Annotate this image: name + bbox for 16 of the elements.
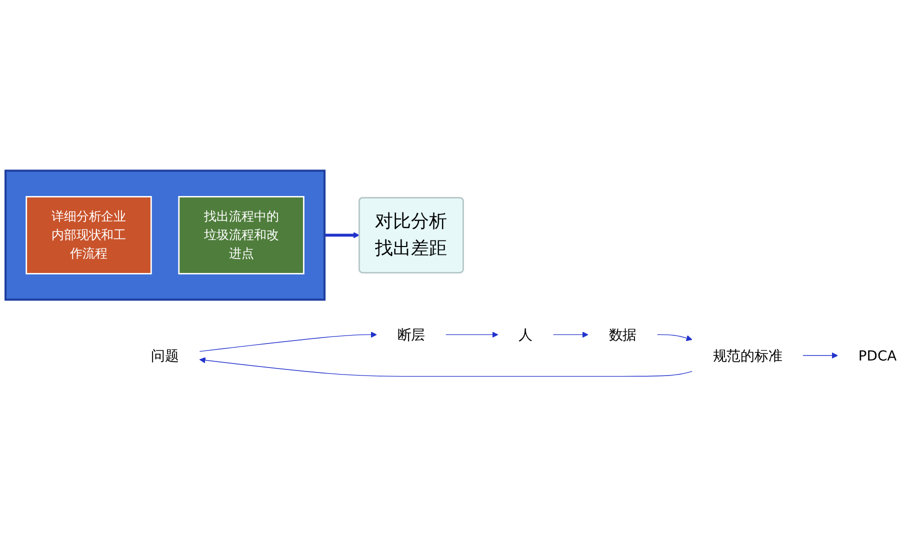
node-box: 找出流程中的垃圾流程和改进点: [178, 196, 304, 274]
node-text: 规范的标准: [712, 347, 782, 364]
arrow: [553, 332, 588, 338]
arrow: [199, 357, 692, 377]
arrow: [657, 334, 692, 342]
cluster: [4, 170, 326, 301]
arrow: [802, 352, 838, 359]
node-text: 断层: [397, 326, 426, 344]
node-text: 数据: [608, 326, 637, 344]
node-text: PDCA: [858, 347, 897, 364]
node-box: 详细分析企业内部现状和工作流程: [26, 196, 152, 274]
node-text: 人: [518, 326, 533, 344]
arrow: [446, 332, 498, 338]
node-text: 问题: [151, 347, 179, 364]
arrow: [199, 332, 377, 352]
arrow: [324, 232, 360, 238]
